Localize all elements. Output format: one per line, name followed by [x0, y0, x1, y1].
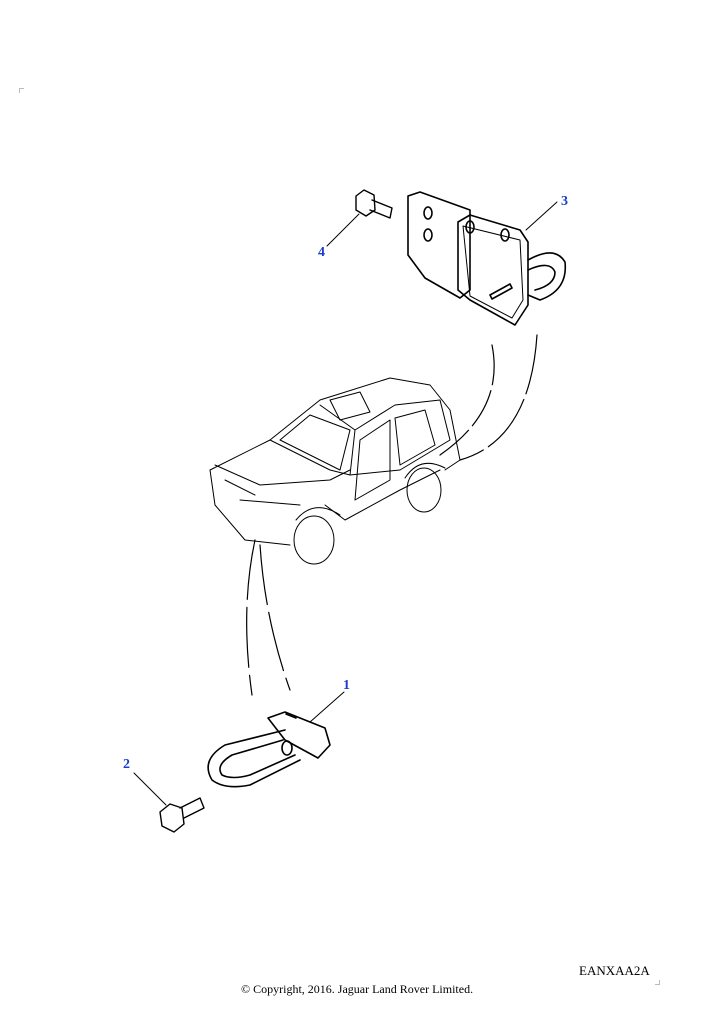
leader-curve-front-1: [246, 539, 256, 696]
vehicle-outline: [209, 377, 461, 565]
corner-mark-top-left: [19, 88, 24, 93]
copyright-notice: © Copyright, 2016. Jaguar Land Rover Lim…: [241, 982, 474, 996]
rear-towing-eye-bracket: [407, 191, 567, 326]
leader-line-2: [133, 772, 167, 806]
leader-line-1: [309, 691, 345, 723]
leader-curve-rear-1: [439, 344, 495, 456]
leader-curve-rear-2: [459, 334, 538, 461]
callout-2[interactable]: 2: [123, 757, 130, 772]
front-towing-eye: [207, 711, 331, 788]
bolt-part-2: [159, 797, 205, 833]
bolt-part-4: [355, 189, 393, 219]
illustration-code: EANXAA2A: [579, 963, 650, 978]
leader-line-3: [525, 201, 558, 231]
leader-curve-front-2: [259, 544, 291, 691]
callout-4[interactable]: 4: [318, 245, 325, 260]
callout-3[interactable]: 3: [561, 194, 568, 209]
callout-1[interactable]: 1: [343, 678, 350, 693]
leader-line-4: [326, 213, 360, 247]
